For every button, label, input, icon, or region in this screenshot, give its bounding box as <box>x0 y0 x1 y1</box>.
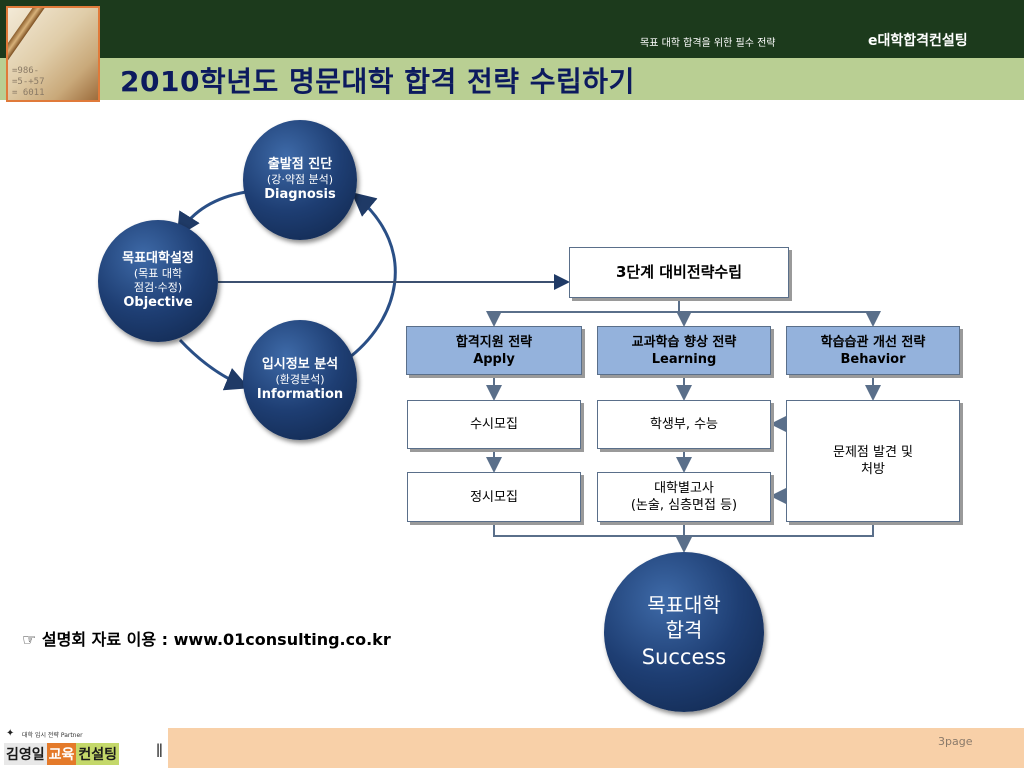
diagnosis-sub: (강·약점 분석) <box>266 173 334 186</box>
page-number: 3page <box>938 735 973 748</box>
diagnosis-en: Diagnosis <box>264 187 336 202</box>
header-brand: e대학합격컨설팅 <box>868 33 968 49</box>
information-title: 입시정보 분석 <box>261 357 339 372</box>
box-problem: 문제점 발견 및 처방 <box>786 400 960 522</box>
objective-title: 목표대학설정 <box>122 251 194 266</box>
logo-name-2: 교육 <box>46 743 77 765</box>
page-title: 2010학년도 명문대학 합격 전략 수립하기 <box>120 65 635 98</box>
header-bar <box>0 0 1024 58</box>
logo-name: 김영일 교육 컨설팅 <box>4 743 120 765</box>
box-exam: 대학별고사 (논술, 심층면접 등) <box>597 472 771 522</box>
exam-line-2: (논술, 심층면접 등) <box>630 498 738 513</box>
jungsi-label: 정시모집 <box>470 489 518 505</box>
footer-bar <box>168 728 1024 768</box>
header-photo: =986- =5-+57 = 6011 <box>6 6 100 102</box>
box-main-strategy: 3단계 대비전략수립 <box>569 247 789 298</box>
logo-tagline: 대학 입시 전략 Partner <box>22 732 83 739</box>
diagnosis-title: 출발점 진단 <box>267 157 333 172</box>
exam-line-1: 대학별고사 <box>654 481 714 496</box>
photo-digits: =986- =5-+57 = 6011 <box>12 66 45 98</box>
arc-information-to-diagnosis <box>345 192 397 362</box>
box-learning: 교과학습 향상 전략 Learning <box>597 326 771 375</box>
problem-line-1: 문제점 발견 및 <box>832 445 914 460</box>
circle-success: 목표대학 합격 Success <box>604 552 764 712</box>
behavior-ko: 학습습관 개선 전략 <box>820 334 926 350</box>
title-bar <box>0 58 1024 100</box>
apply-en: Apply <box>473 351 515 367</box>
logo-name-3: 컨설팅 <box>76 743 120 765</box>
information-sub: (환경분석) <box>275 373 325 386</box>
susi-label: 수시모집 <box>470 417 518 432</box>
apply-ko: 합격지원 전략 <box>455 334 533 350</box>
problem-line-2: 처방 <box>861 462 885 477</box>
arc-objective-to-information <box>178 338 250 391</box>
circle-objective: 목표대학설정 (목표 대학 점검·수정) Objective <box>98 220 218 342</box>
main-strategy-label: 3단계 대비전략수립 <box>615 263 743 281</box>
box-jungsi: 정시모집 <box>407 472 581 522</box>
logo-bar: ǁ <box>156 742 163 758</box>
arc-diagnosis-to-objective <box>176 190 247 238</box>
success-line-1: 목표대학 <box>647 593 721 617</box>
pointing-hand-icon: ☞ <box>22 630 37 649</box>
logo-name-1: 김영일 <box>4 743 47 765</box>
behavior-en: Behavior <box>840 351 906 367</box>
objective-sub-1: (목표 대학 <box>133 267 183 280</box>
box-susi: 수시모집 <box>407 400 581 449</box>
learning-en: Learning <box>651 351 717 367</box>
success-line-2: 합격 <box>665 618 703 642</box>
objective-en: Objective <box>123 295 193 310</box>
success-line-3: Success <box>641 645 727 669</box>
information-en: Information <box>256 387 344 402</box>
objective-sub-2: 점검·수정) <box>133 281 183 294</box>
circle-diagnosis: 출발점 진단 (강·약점 분석) Diagnosis <box>243 120 357 240</box>
source-note-text: 설명회 자료 이용 : www.01consulting.co.kr <box>41 630 391 649</box>
company-logo: ✦ 대학 입시 전략 Partner 김영일 교육 컨설팅 ǁ <box>0 726 168 768</box>
header-tagline: 목표 대학 합격을 위한 필수 전략 <box>640 38 776 49</box>
box-record: 학생부, 수능 <box>597 400 771 449</box>
circle-information: 입시정보 분석 (환경분석) Information <box>243 320 357 440</box>
learning-ko: 교과학습 향상 전략 <box>631 334 737 350</box>
box-behavior: 학습습관 개선 전략 Behavior <box>786 326 960 375</box>
bird-icon: ✦ <box>6 728 15 739</box>
box-apply: 합격지원 전략 Apply <box>406 326 582 375</box>
record-label: 학생부, 수능 <box>649 417 719 432</box>
source-note: ☞ 설명회 자료 이용 : www.01consulting.co.kr <box>22 626 391 650</box>
